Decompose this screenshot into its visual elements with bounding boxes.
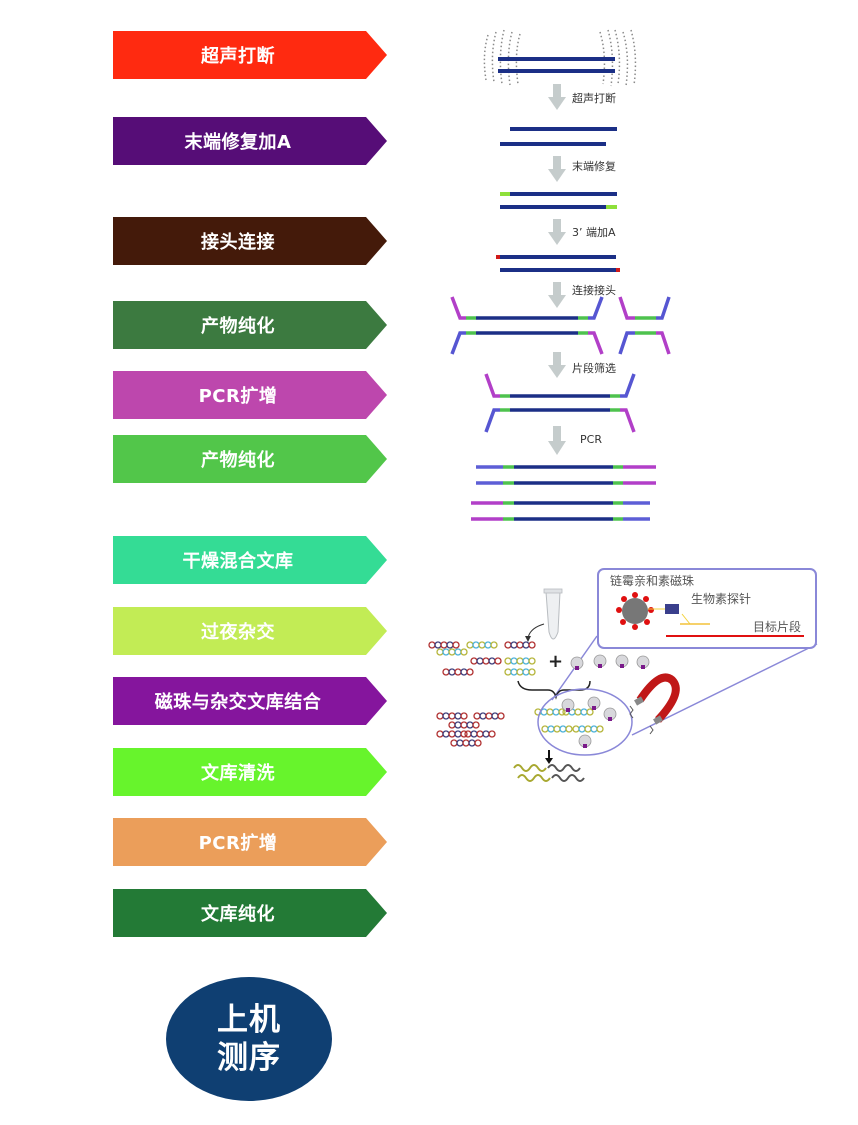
dna-helix-icon xyxy=(504,668,536,676)
plus-sign: + xyxy=(548,651,563,672)
step-arrow: PCR扩增 xyxy=(113,818,387,866)
dna-helix-icon xyxy=(470,657,502,665)
dna-fragment-wave xyxy=(547,764,581,772)
bead-icon xyxy=(578,734,592,748)
dna-size-selected xyxy=(484,373,636,433)
legend-beads-label: 链霉亲和素磁珠 xyxy=(610,573,694,588)
dna-helix-icon xyxy=(541,725,573,733)
step-label: 超声打断 xyxy=(201,46,275,67)
dna-helix-icon xyxy=(504,641,536,649)
dna-end-repaired xyxy=(500,192,617,209)
dna-fragment-wave xyxy=(517,774,551,782)
step-label: 过夜杂交 xyxy=(201,622,275,643)
enriched-fragments xyxy=(513,764,585,782)
step-arrow: 末端修复加A xyxy=(113,117,387,165)
dna-helix-icon xyxy=(473,712,505,720)
dna-helix-icon xyxy=(442,668,474,676)
final-line-2: 测序 xyxy=(217,1040,281,1076)
streptavidin-bead-icon xyxy=(616,592,654,630)
down-arrow-icon xyxy=(548,352,566,378)
label-ligation: 连接接头 xyxy=(572,284,616,297)
label-pcr: PCR xyxy=(580,433,602,446)
step-label: 磁珠与杂交文库结合 xyxy=(154,692,322,713)
step-label: 产物纯化 xyxy=(201,316,275,337)
dna-helix-icon xyxy=(428,641,460,649)
step-label: 文库清洗 xyxy=(201,763,275,784)
capture-diagram: 链霉亲和素磁珠 生物素探针 目标片段 + xyxy=(428,568,818,782)
step-label: 接头连接 xyxy=(201,232,275,253)
legend-box xyxy=(597,568,817,649)
bead-icon xyxy=(593,654,607,668)
label-size-selection: 片段筛选 xyxy=(572,361,616,375)
dna-fragments xyxy=(500,127,617,146)
streptavidin-beads xyxy=(561,654,650,748)
bead-icon xyxy=(615,654,629,668)
dna-adapter-ligated xyxy=(450,296,604,355)
dna-fragment-wave xyxy=(513,764,547,772)
step-arrow: 过夜杂交 xyxy=(113,607,387,655)
sequencing-final-step: 上机 测序 xyxy=(166,977,332,1101)
step-label: PCR扩增 xyxy=(198,833,278,854)
dna-fragment-wave xyxy=(551,774,585,782)
label-add-a: 3’ 端加A xyxy=(572,226,616,239)
step-arrow: 干燥混合文库 xyxy=(113,536,387,584)
step-arrow: 接头连接 xyxy=(113,217,387,265)
dna-helix-icon xyxy=(572,725,604,733)
label-end-repair: 末端修复 xyxy=(572,159,616,173)
dna-helix-icon xyxy=(504,657,536,665)
step-arrow: 文库清洗 xyxy=(113,748,387,796)
biotin-probe-icon xyxy=(665,604,679,614)
down-arrow-icon xyxy=(548,282,566,308)
dna-helix-icon xyxy=(448,721,480,729)
final-line-1: 上机 xyxy=(217,1002,281,1038)
step-label: 干燥混合文库 xyxy=(182,551,294,572)
bead-icon xyxy=(587,696,601,710)
dna-helix-icon xyxy=(464,730,496,738)
down-arrow-icon xyxy=(545,758,553,764)
step-arrow: 产物纯化 xyxy=(113,301,387,349)
legend-probe-label: 生物素探针 xyxy=(691,591,751,606)
dna-helix-icon xyxy=(450,739,482,747)
step-arrow: 产物纯化 xyxy=(113,435,387,483)
capture-ellipse xyxy=(537,688,633,756)
bead-icon xyxy=(570,656,584,670)
bead-icon xyxy=(561,698,575,712)
down-arrow-icon xyxy=(548,219,566,245)
label-sonication: 超声打断 xyxy=(572,91,616,105)
tube-icon xyxy=(543,588,563,640)
step-label: 文库纯化 xyxy=(201,904,275,925)
step-arrow: PCR扩增 xyxy=(113,371,387,419)
legend-target-label: 目标片段 xyxy=(753,619,801,634)
dna-helix-icon xyxy=(436,730,468,738)
step-label: 产物纯化 xyxy=(201,450,275,471)
adapter-dimer xyxy=(618,296,671,355)
down-arrow-icon xyxy=(548,84,566,110)
down-arrow-icon xyxy=(548,426,566,455)
step-arrow: 超声打断 xyxy=(113,31,387,79)
dna-library-helices xyxy=(428,641,604,747)
dna-pcr-products xyxy=(471,465,656,521)
step-label: PCR扩增 xyxy=(198,386,278,407)
down-arrow-icon xyxy=(548,156,566,182)
magnet-icon xyxy=(629,673,680,735)
step-label: 末端修复加A xyxy=(184,132,292,153)
dna-helix-icon xyxy=(466,641,498,649)
step-arrow: 磁珠与杂交文库结合 xyxy=(113,677,387,725)
step-arrow: 文库纯化 xyxy=(113,889,387,937)
dna-helix-icon xyxy=(534,708,566,716)
bead-icon xyxy=(636,655,650,669)
dna-helix-icon xyxy=(436,712,468,720)
dna-a-tailed xyxy=(496,255,620,272)
sonication-waves-icon xyxy=(483,29,637,87)
bead-icon xyxy=(603,707,617,721)
dna-full-strands xyxy=(498,57,615,73)
dna-helix-icon xyxy=(436,648,468,656)
